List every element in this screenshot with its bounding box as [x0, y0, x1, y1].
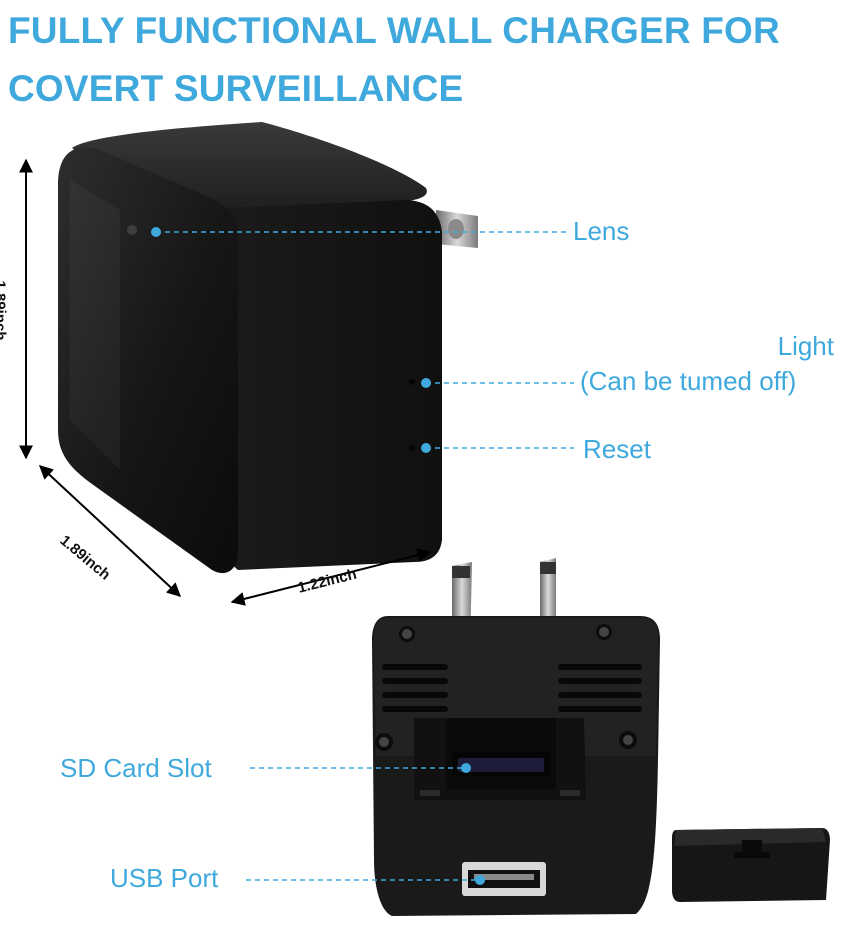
title-line-2: COVERT SURVEILLANCE [8, 68, 464, 109]
page-title: FULLY FUNCTIONAL WALL CHARGER FOR COVERT… [8, 2, 848, 118]
charger-back-view [372, 558, 660, 916]
vent-left [382, 664, 448, 712]
callout-lines-bottom [246, 763, 485, 885]
height-dimension-label: 1.89inch [0, 280, 9, 341]
lens-hole [127, 225, 137, 235]
callout-lines-top [151, 227, 574, 453]
usb-port-marker [475, 875, 485, 885]
dimension-arrows [19, 158, 432, 606]
lens-label: Lens [573, 216, 630, 246]
prong-top [436, 210, 478, 248]
charger-front-view [58, 122, 478, 574]
light-label-line-2: (Can be tumed off) [580, 366, 797, 396]
vent-right [558, 664, 642, 712]
light-marker [421, 378, 431, 388]
reset-marker [421, 443, 431, 453]
sd-card [458, 758, 544, 772]
sd-card-marker [461, 763, 471, 773]
light-label-line-1: Light [777, 331, 834, 361]
title-line-1: FULLY FUNCTIONAL WALL CHARGER FOR [8, 10, 780, 51]
reset-label: Reset [583, 434, 651, 464]
sd-slot-cover [672, 828, 830, 902]
sd-card-slot-label: SD Card Slot [60, 753, 212, 783]
reset-hole [409, 445, 415, 451]
lens-marker [151, 227, 161, 237]
light-indicator [409, 379, 415, 385]
usb-port-label: USB Port [110, 863, 219, 893]
